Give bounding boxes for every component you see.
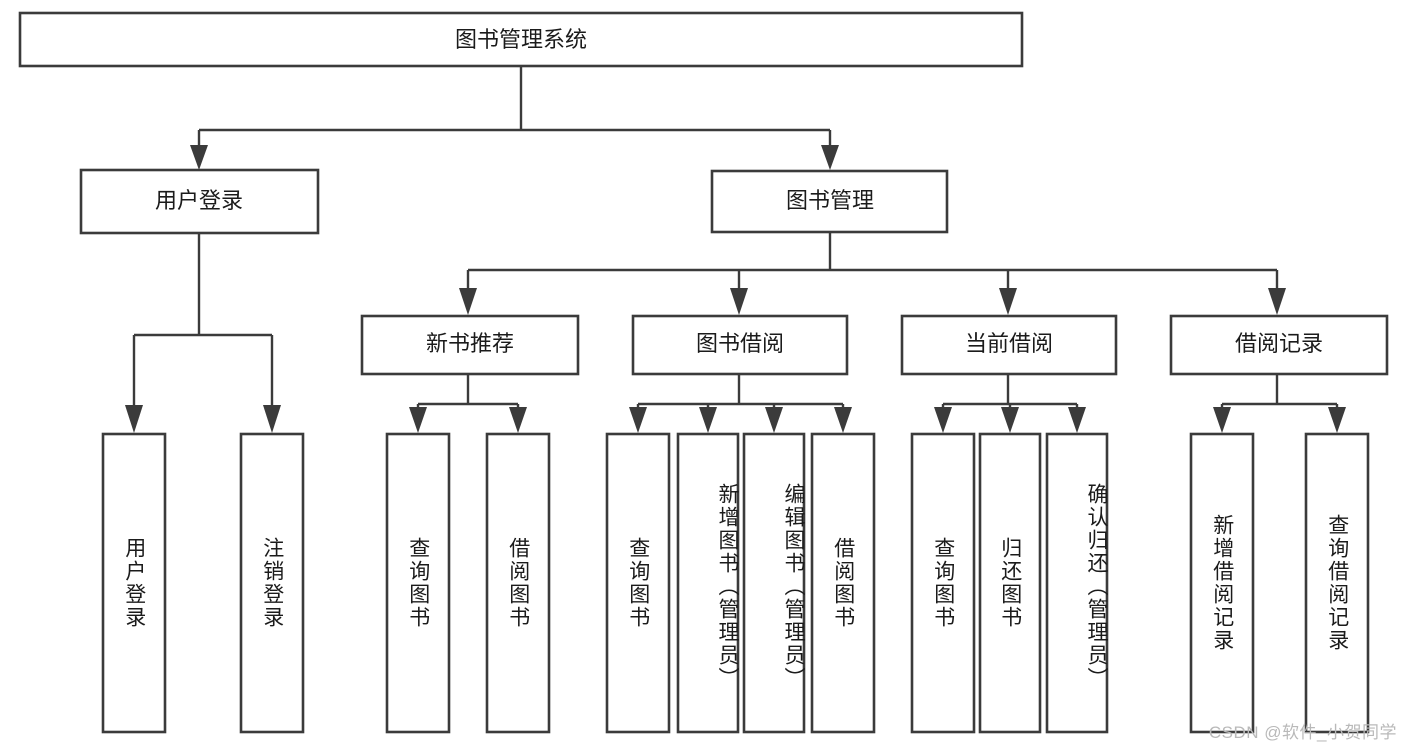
book-borrow-box[interactable]	[631, 314, 849, 376]
arrow-book-borrow	[730, 288, 748, 315]
new-book-recommend-box[interactable]	[360, 314, 580, 376]
arrow-borrow-record	[1268, 288, 1286, 315]
arrow-leaf-current-borrow-1	[934, 407, 952, 433]
leaf-box-borrow-record-2[interactable]	[1304, 432, 1370, 734]
node-current-borrow[interactable]: 当前借阅	[900, 314, 1118, 376]
current-borrow-box[interactable]	[900, 314, 1118, 376]
arrow-leaf-new-book-2	[509, 407, 527, 433]
leaf-box-book-borrow-4[interactable]	[810, 432, 876, 734]
arrow-leaf-new-book-1	[409, 407, 427, 433]
book-borrow-label: 图书借阅	[696, 331, 784, 356]
leaf-box-borrow-record-1[interactable]	[1189, 432, 1255, 734]
arrow-leaf-book-borrow-2	[699, 407, 717, 433]
arrow-current-borrow	[999, 288, 1017, 315]
arrow-leaf-user-login-1	[125, 405, 143, 433]
user-login-box[interactable]	[79, 168, 320, 235]
root-label: 图书管理系统	[455, 27, 587, 52]
arrow-leaf-book-borrow-1	[629, 407, 647, 433]
node-book-manage[interactable]: 图书管理	[710, 169, 949, 234]
leaf-box-book-borrow-2[interactable]	[676, 432, 740, 734]
node-borrow-record[interactable]: 借阅记录	[1169, 314, 1389, 376]
node-new-book-recommend[interactable]: 新书推荐	[360, 314, 580, 376]
user-login-label: 用户登录	[155, 188, 243, 213]
arrow-leaf-book-borrow-4	[834, 407, 852, 433]
leaf-box-book-borrow-3[interactable]	[742, 432, 806, 734]
node-root[interactable]: 图书管理系统	[18, 11, 1024, 68]
leaf-box-current-borrow-3[interactable]	[1045, 432, 1109, 734]
watermark-text: CSDN @软件_小贺同学	[1208, 723, 1397, 742]
arrow-book-manage	[821, 145, 839, 170]
book-manage-label: 图书管理	[786, 188, 874, 213]
root-box[interactable]	[18, 11, 1024, 68]
arrow-leaf-current-borrow-2	[1001, 407, 1019, 433]
leaf-box-user-login-2[interactable]	[239, 432, 305, 734]
arrow-leaf-book-borrow-3	[765, 407, 783, 433]
leaf-box-new-book-1[interactable]	[385, 432, 451, 734]
new-book-recommend-label: 新书推荐	[426, 331, 514, 356]
borrow-record-label: 借阅记录	[1235, 331, 1323, 356]
arrow-leaf-borrow-record-1	[1213, 407, 1231, 433]
node-book-borrow[interactable]: 图书借阅	[631, 314, 849, 376]
current-borrow-label: 当前借阅	[965, 331, 1053, 356]
book-manage-box[interactable]	[710, 169, 949, 234]
arrow-leaf-current-borrow-3	[1068, 407, 1086, 433]
arrow-new-book	[459, 288, 477, 315]
arrow-user-login	[190, 145, 208, 170]
leaf-box-current-borrow-1[interactable]	[910, 432, 976, 734]
leaf-box-current-borrow-2[interactable]	[978, 432, 1042, 734]
leaf-box-book-borrow-1[interactable]	[605, 432, 671, 734]
connectors-group	[125, 66, 1346, 433]
leaf-box-user-login-1[interactable]	[101, 432, 167, 734]
arrow-leaf-user-login-2	[263, 405, 281, 433]
arrow-leaf-borrow-record-2	[1328, 407, 1346, 433]
borrow-record-box[interactable]	[1169, 314, 1389, 376]
node-user-login[interactable]: 用户登录	[79, 168, 320, 235]
leaf-box-new-book-2[interactable]	[485, 432, 551, 734]
